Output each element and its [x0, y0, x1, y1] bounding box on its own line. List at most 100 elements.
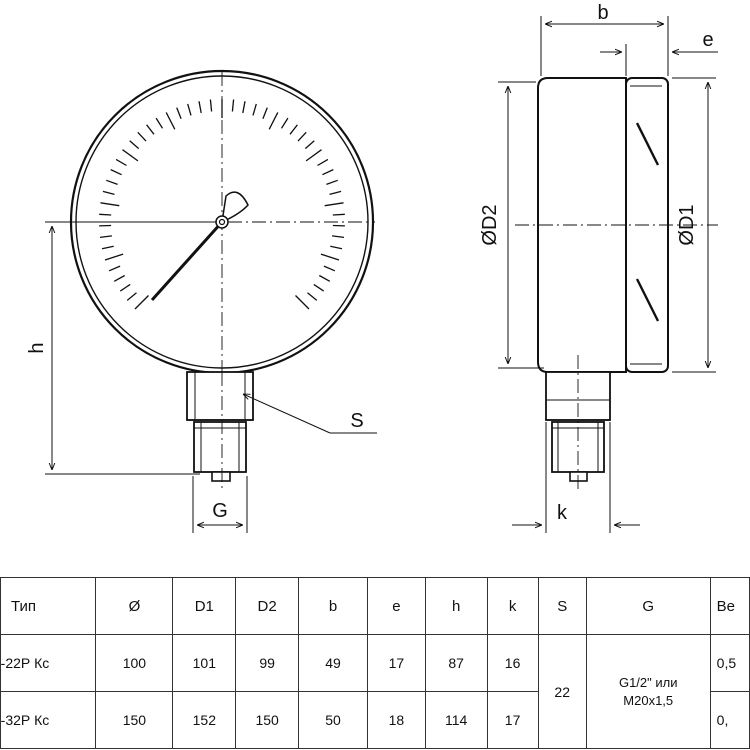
dial-tick [99, 213, 112, 216]
dial-tick [305, 149, 322, 162]
cell-weight: 0,5 [709, 634, 750, 692]
dial-tick [198, 101, 202, 114]
dial-tick [320, 253, 340, 261]
dial-tick [313, 283, 325, 292]
cell-type: М-32Р Кс [0, 691, 97, 749]
cell-diameter: 100 [95, 634, 174, 692]
cell-h: 114 [424, 691, 488, 749]
dial-tick [262, 107, 268, 120]
dial-tick [332, 213, 345, 216]
table-header-row: Тип Ø D1 D2 b e h k S G Ве [0, 577, 750, 635]
dial-tick [126, 292, 137, 301]
dial-tick [176, 107, 182, 120]
side-view [515, 77, 718, 492]
dial-tick [280, 117, 289, 129]
dial-tick [324, 202, 344, 207]
dial-tick [101, 245, 114, 250]
dial-tick [295, 295, 310, 310]
socket-thread [193, 421, 247, 473]
cell-k: 17 [486, 691, 539, 749]
front-view [60, 69, 375, 490]
dial-tick [242, 101, 246, 114]
dial-tick [322, 169, 334, 176]
label-d1: ØD1 [676, 204, 698, 245]
gauge-drawing: h S G b [26, 2, 718, 533]
glass-reflection-top [635, 122, 660, 166]
cell-d2: 150 [235, 691, 300, 749]
header-d2: D2 [235, 577, 300, 635]
dimension-g [192, 476, 248, 533]
needle-hub [215, 215, 229, 229]
cell-e: 17 [367, 634, 426, 692]
cell-g-line2: M20x1,5 [623, 692, 674, 708]
label-g: G [212, 500, 228, 522]
cell-g-line1: G1/2" или [618, 674, 678, 690]
label-h: h [26, 342, 48, 353]
header-e: e [367, 577, 426, 635]
dial-tick [134, 295, 149, 310]
dimension-d2 [498, 81, 544, 369]
cell-s: 22 [537, 634, 587, 749]
cell-g: G1/2" или M20x1,5 [585, 634, 711, 749]
dial-tick [129, 140, 140, 150]
dial-tick [104, 253, 124, 261]
dial-tick [268, 112, 279, 130]
dial-tick [155, 117, 164, 129]
side-socket-tip [569, 471, 588, 482]
dial-tick [332, 235, 345, 239]
dial-tick [137, 131, 147, 142]
cell-e: 18 [367, 691, 426, 749]
dial-tick [289, 124, 298, 135]
spec-table: Тип Ø D1 D2 b e h k S G Ве М-22Р Кс 100 … [0, 577, 750, 749]
dial-tick [122, 149, 139, 162]
dial-tick [108, 265, 121, 272]
dimension-k [512, 422, 640, 533]
cell-b: 49 [298, 634, 369, 692]
cell-d2: 99 [235, 634, 300, 692]
dial-tick [297, 131, 307, 142]
dial-tick [110, 169, 122, 176]
dial-tick [323, 265, 336, 272]
dial-tick [329, 190, 342, 196]
header-h: h [424, 577, 488, 635]
header-s: S [537, 577, 587, 635]
header-k: k [486, 577, 539, 635]
dimension-h [45, 221, 205, 475]
dial-tick [102, 190, 115, 196]
dial-tick [119, 283, 131, 292]
dial-tick [330, 245, 343, 250]
header-g: G [585, 577, 711, 635]
header-weight: Ве [709, 577, 750, 635]
dial-tick [115, 158, 127, 167]
cell-diameter: 150 [95, 691, 174, 749]
header-b: b [298, 577, 369, 635]
dial-tick [99, 235, 112, 239]
label-e: e [702, 29, 713, 51]
label-b: b [597, 2, 608, 24]
dial-tick [165, 112, 176, 130]
header-type: Тип [0, 577, 97, 635]
dial-tick [304, 140, 315, 150]
table-row: М-22Р Кс 100 101 99 49 17 87 16 22 G1/2"… [0, 634, 750, 749]
cell-weight: 0, [709, 691, 750, 749]
cell-type: М-22Р Кс [0, 634, 97, 692]
leader-s [243, 394, 377, 434]
dial-tick [307, 292, 318, 301]
socket-tip [211, 471, 231, 482]
dial-tick [187, 103, 192, 116]
dimension-e [600, 44, 718, 76]
dial-tick [106, 179, 118, 186]
label-d2: ØD2 [479, 204, 501, 245]
dial-tick [100, 202, 120, 207]
dial-tick [317, 158, 329, 167]
dial-scale-ticks [99, 99, 345, 310]
label-s: S [350, 410, 363, 432]
table-row: М-32Р Кс 150 152 150 50 18 114 17 0, [0, 691, 750, 749]
label-k: k [557, 502, 568, 524]
cell-h: 87 [424, 634, 488, 692]
cell-d1: 101 [172, 634, 237, 692]
dimension-b [540, 16, 669, 76]
glass-reflection-bottom [635, 278, 660, 322]
socket-hex [186, 371, 254, 421]
dial-tick [209, 99, 213, 112]
